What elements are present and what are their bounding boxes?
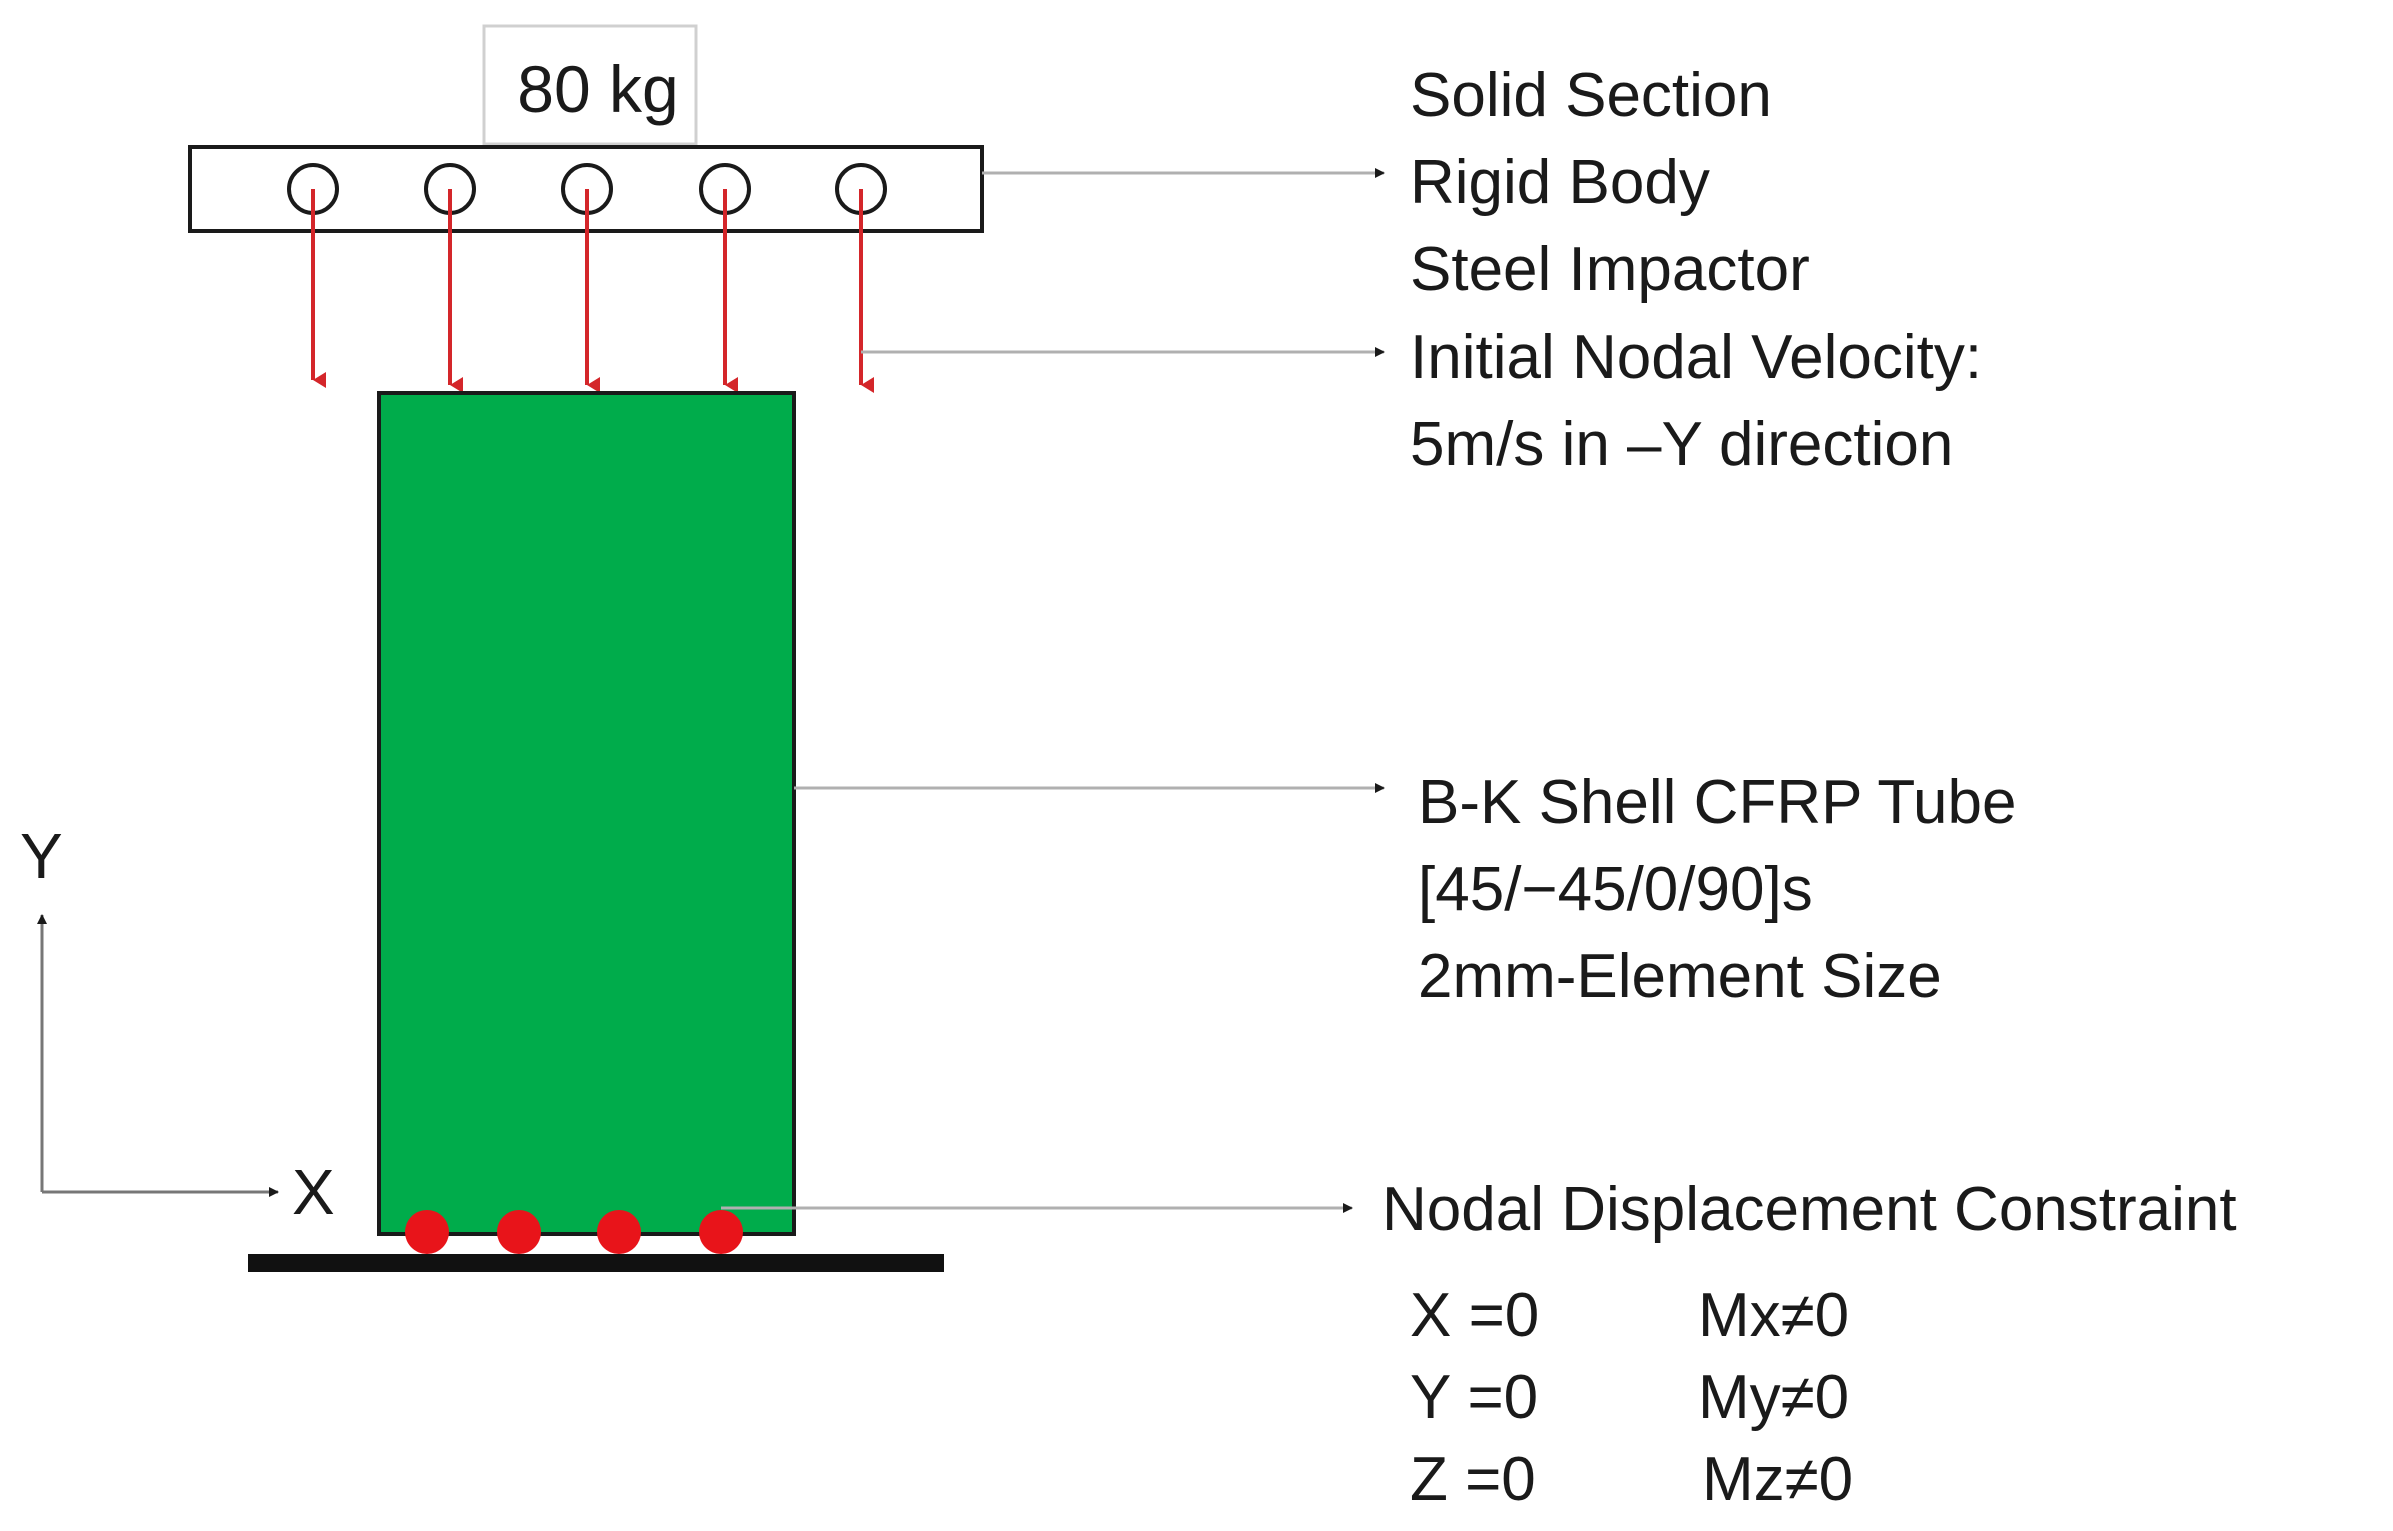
tube-line: 2mm-Element Size: [1418, 942, 1942, 1011]
constraint-moment: Mz≠0: [1702, 1445, 1853, 1514]
coordinate-axes: Y X: [20, 820, 335, 1228]
constraint-disp: Y =0: [1410, 1363, 1538, 1432]
constraint-disp: X =0: [1410, 1281, 1539, 1350]
impactor-description: Solid Section Rigid Body Steel Impactor: [1410, 61, 1810, 304]
constraint-disp: Z =0: [1410, 1445, 1536, 1514]
cfrp-tube: [377, 391, 796, 1236]
mass-label-box: 80 kg: [482, 24, 698, 146]
ground-base: [248, 1254, 944, 1272]
constraint-title: Nodal Displacement Constraint: [1382, 1175, 2237, 1244]
constraint-nodes: [405, 1210, 743, 1254]
velocity-line: 5m/s in –Y direction: [1410, 410, 1953, 479]
constraint-moment: Mx≠0: [1698, 1281, 1849, 1350]
velocity-description: Initial Nodal Velocity: 5m/s in –Y direc…: [1410, 323, 1982, 479]
impactor-line: Steel Impactor: [1410, 235, 1810, 304]
impactor-line: Rigid Body: [1410, 148, 1710, 217]
y-axis-label: Y: [20, 820, 63, 892]
constraint-node: [405, 1210, 449, 1254]
tube-line: [45/−45/0/90]s: [1418, 855, 1813, 924]
constraint-moment: My≠0: [1698, 1363, 1849, 1432]
constraint-description: Nodal Displacement Constraint X =0 Mx≠0 …: [1382, 1175, 2237, 1514]
mass-label: 80 kg: [517, 52, 678, 126]
tube-description: B-K Shell CFRP Tube [45/−45/0/90]s 2mm-E…: [1418, 768, 2016, 1011]
leader-lines: [721, 168, 1385, 1213]
impactor-line: Solid Section: [1410, 61, 1772, 130]
velocity-line: Initial Nodal Velocity:: [1410, 323, 1982, 392]
constraint-node: [699, 1210, 743, 1254]
tube-line: B-K Shell CFRP Tube: [1418, 768, 2016, 837]
constraint-node: [597, 1210, 641, 1254]
constraint-node: [497, 1210, 541, 1254]
x-axis-label: X: [292, 1156, 335, 1228]
